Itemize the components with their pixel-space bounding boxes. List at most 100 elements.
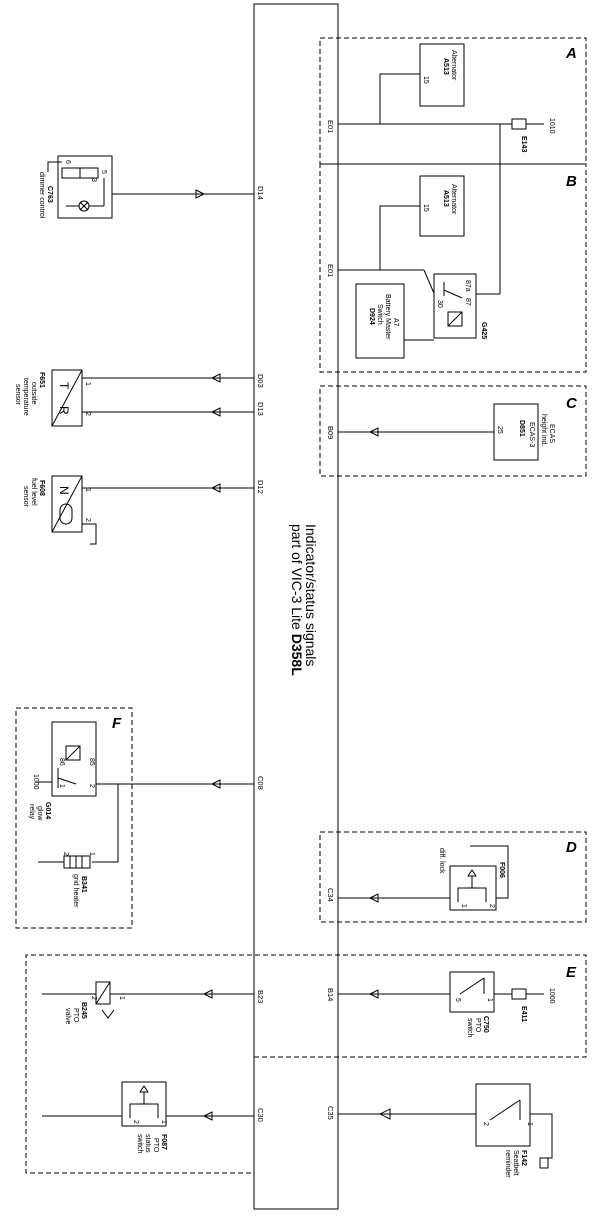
pin-e01-a: E01 (326, 120, 335, 133)
svg-text:F142: F142 (520, 1150, 527, 1166)
section-e-frame (25, 954, 587, 1174)
svg-text:height ind.: height ind. (540, 414, 547, 446)
svg-text:15: 15 (422, 76, 429, 84)
svg-text:Battery Master: Battery Master (384, 294, 391, 340)
relay-g425 (433, 273, 477, 339)
svg-text:Alternator: Alternator (450, 50, 457, 81)
pin-c08: C08 (256, 776, 265, 790)
wire-1010: 1010 (548, 118, 555, 134)
svg-text:PTO: PTO (72, 1008, 79, 1023)
alternator-a513-b (419, 175, 465, 237)
pin-d13: D13 (256, 402, 265, 416)
pin-d03: D03 (256, 374, 265, 388)
pin-c34: C34 (326, 888, 335, 902)
pin-c35: C35 (326, 1106, 335, 1120)
svg-text:status: status (144, 1134, 151, 1153)
section-b-frame (319, 163, 587, 373)
svg-text:1: 1 (526, 1122, 533, 1126)
svg-text:2: 2 (488, 904, 495, 908)
section-b-label: B (566, 173, 577, 190)
svg-text:2: 2 (62, 852, 69, 856)
svg-text:85: 85 (88, 758, 95, 766)
svg-text:25: 25 (496, 426, 503, 434)
svg-text:diff. lock: diff. lock (438, 848, 445, 874)
svg-text:ECAS-3: ECAS-3 (528, 422, 535, 447)
section-e-label: E (566, 964, 577, 981)
svg-text:part of VIC-3 Lite D358L: part of VIC-3 Lite D358L (289, 524, 305, 676)
pin-e01-b: E01 (326, 264, 335, 277)
svg-text:ECAS: ECAS (548, 424, 555, 443)
svg-text:1: 1 (84, 488, 91, 492)
svg-text:PTO: PTO (152, 1138, 159, 1153)
section-a: Alternator A513 15 E143 1010 (338, 43, 555, 294)
svg-text:switch: switch (136, 1134, 143, 1154)
svg-text:1: 1 (460, 904, 467, 908)
svg-text:sensor: sensor (14, 384, 21, 406)
battery-master-switch-d924 (355, 283, 405, 359)
svg-text:fuel level: fuel level (30, 478, 37, 506)
pin-d12: D12 (256, 480, 265, 494)
svg-text:Switch: Switch (376, 304, 383, 325)
svg-text:6: 6 (64, 160, 71, 164)
svg-text:2: 2 (90, 996, 97, 1000)
section-f: 86 85 1 2 G014 glow relay 1000 1 2 B341 … (28, 721, 254, 908)
section-f-label: F (112, 715, 122, 732)
section-c-label: C (566, 395, 578, 412)
section-f-frame (15, 707, 133, 929)
temperature-sensor-f651: T R 1 2 F651 outside temperature sensor (14, 369, 254, 427)
svg-text:dimmer control: dimmer control (38, 172, 45, 219)
svg-text:87a: 87a (464, 280, 471, 292)
svg-text:87: 87 (464, 298, 471, 306)
svg-text:1: 1 (88, 852, 95, 856)
svg-text:glow: glow (36, 806, 43, 821)
svg-text:3: 3 (90, 178, 97, 182)
svg-text:D924: D924 (368, 308, 375, 325)
svg-text:86: 86 (58, 758, 65, 766)
pin-d14: D14 (256, 186, 265, 200)
section-c: ECAS height ind. ECAS-3 D851 25 (338, 403, 555, 461)
svg-text:G425: G425 (480, 322, 487, 339)
section-b: Alternator A513 15 A7 Battery Master Swi… (338, 175, 500, 359)
section-d: 1 2 F006 diff. lock (338, 845, 509, 911)
fuse-e411 (511, 988, 527, 1000)
svg-text:F651: F651 (38, 372, 45, 388)
pin-b23: B23 (256, 990, 265, 1003)
svg-text:relay: relay (28, 804, 35, 820)
svg-text:PTO: PTO (474, 1018, 481, 1033)
section-d-frame (319, 831, 587, 923)
svg-text:F087: F087 (160, 1134, 167, 1150)
svg-text:E143: E143 (520, 136, 527, 152)
svg-text:F006: F006 (498, 862, 505, 878)
svg-text:temperature: temperature (22, 378, 29, 416)
svg-text:C763: C763 (46, 186, 53, 203)
ecu-label: part of VIC-3 Lite D358L Indicator/statu… (289, 524, 319, 676)
pto-switch-c750 (449, 971, 495, 1013)
svg-text:2: 2 (88, 784, 95, 788)
pin-b14: B14 (326, 988, 335, 1001)
svg-text:F608: F608 (38, 480, 45, 496)
dimmer-control-c763: 6 5 3 C763 dimmer control (38, 155, 254, 219)
svg-text:1: 1 (118, 996, 125, 1000)
svg-text:N: N (57, 486, 71, 495)
wire-1000-f: 1000 (32, 774, 39, 790)
svg-text:A513: A513 (442, 190, 449, 207)
alternator-a513-a (419, 43, 465, 107)
ecas-d851 (493, 403, 539, 461)
svg-text:B341: B341 (80, 876, 87, 893)
svg-text:30: 30 (436, 300, 443, 308)
svg-text:1: 1 (486, 998, 493, 1002)
svg-text:A513: A513 (442, 58, 449, 75)
fuse-e143 (511, 118, 527, 130)
svg-text:2: 2 (84, 412, 91, 416)
svg-text:A7: A7 (392, 318, 399, 327)
svg-text:T: T (57, 382, 71, 390)
ecu-box (253, 3, 339, 1210)
svg-text:B245: B245 (80, 1002, 87, 1019)
seatbelt-reminder-f142: 2 1 F142 Seatbelt reminder (338, 1083, 553, 1178)
section-d-label: D (566, 839, 577, 856)
svg-text:5: 5 (454, 998, 461, 1002)
svg-text:grid heater: grid heater (72, 874, 79, 908)
svg-text:sensor: sensor (22, 486, 29, 508)
svg-text:1: 1 (160, 1120, 167, 1124)
